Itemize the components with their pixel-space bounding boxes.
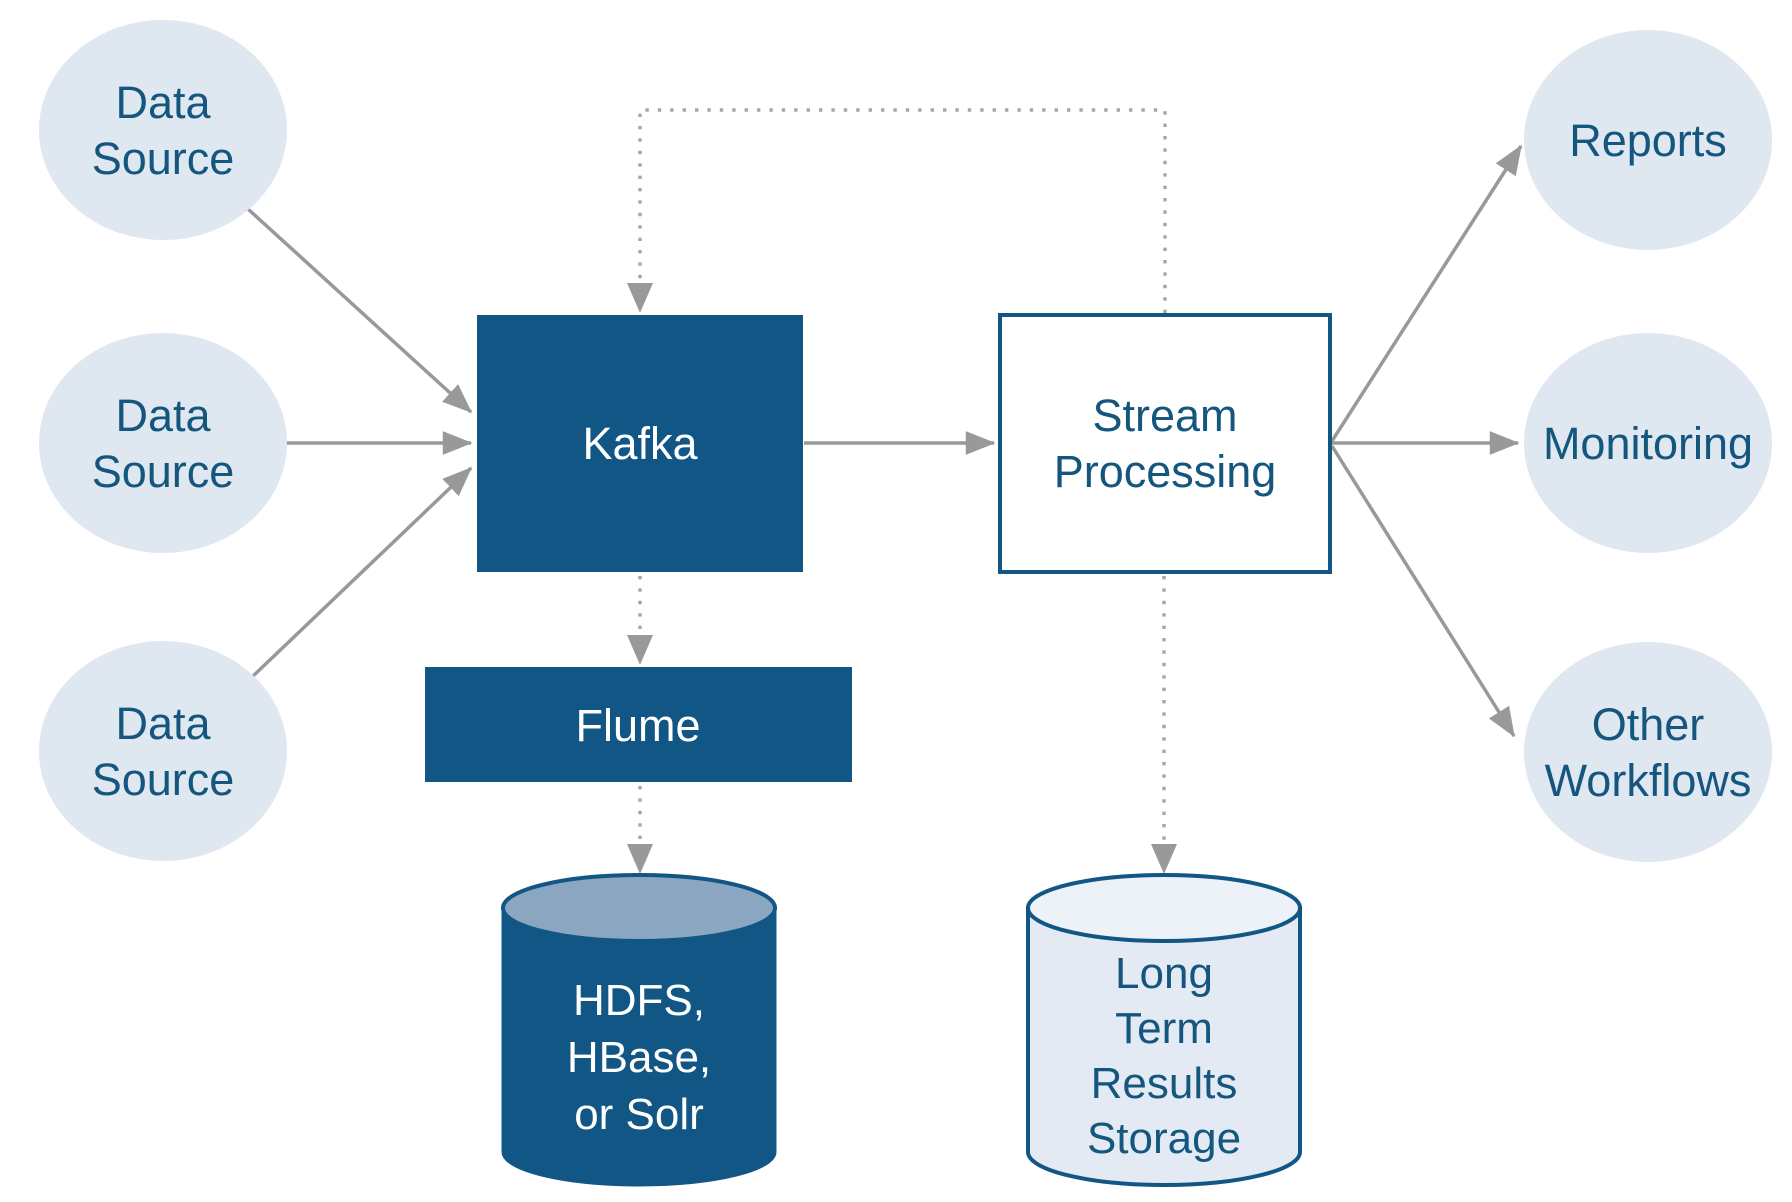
long-term-storage-top [1026,873,1302,943]
data-source-3-label-line1: Data [115,698,211,749]
reports-label: Reports [1569,115,1727,166]
stream-processing-label-line1: Stream [1092,390,1237,441]
data-source-1-label-line2: Source [92,133,235,184]
stream-processing-node: Stream Processing [998,313,1332,574]
long-term-storage-label-line4: Storage [1087,1114,1241,1163]
data-source-circle-1: Data Source [39,20,287,240]
data-source-1-label-line1: Data [115,77,211,128]
other-workflows-label-line1: Other [1592,699,1705,750]
hdfs-label-line3: or Solr [574,1090,704,1139]
dotted-feedback-stream-processing-to-kafka [638,108,1167,313]
hdfs-cylinder-body [501,906,777,1187]
monitoring-label: Monitoring [1543,418,1753,469]
hdfs-cylinder-top [501,873,777,943]
monitoring-circle: Monitoring [1524,333,1772,553]
data-source-circle-3: Data Source [39,641,287,861]
data-source-2-shape [39,333,287,553]
flume-node: Flume [425,667,852,782]
kafka-label: Kafka [582,418,698,469]
reports-shape [1524,30,1772,250]
dotted-arrowhead-into-hdfs [627,844,653,874]
long-term-storage-label-line1: Long [1115,949,1213,998]
long-term-storage-label-line3: Results [1091,1059,1238,1108]
long-term-storage-body [1026,906,1302,1187]
reports-circle: Reports [1524,30,1772,250]
hdfs-cylinder: HDFS, HBase, or Solr [501,873,777,1187]
flume-label: Flume [575,700,700,751]
data-source-circle-2: Data Source [39,333,287,553]
dotted-arrowhead-into-flume [627,635,653,665]
dotted-arrowhead-into-kafka [627,283,653,313]
kafka-box [477,315,803,572]
dotted-arrowhead-into-storage [1151,844,1177,874]
data-source-3-label-line2: Source [92,754,235,805]
flume-box [425,667,852,782]
monitoring-shape [1524,333,1772,553]
hdfs-label-line2: HBase, [567,1033,711,1082]
arrow-datasource1-to-kafka [246,207,473,414]
stream-processing-label-line2: Processing [1054,446,1277,497]
arrow-datasource3-to-kafka [249,466,473,680]
arrow-stream-processing-to-other-workflows [1330,445,1516,738]
data-source-2-label-line1: Data [115,390,211,441]
arrow-stream-processing-to-reports [1330,144,1523,442]
other-workflows-circle: Other Workflows [1524,642,1772,862]
stream-processing-box [998,313,1332,574]
data-source-2-label-line2: Source [92,446,235,497]
long-term-storage-cylinder: Long Term Results Storage [1026,873,1302,1187]
other-workflows-shape [1524,642,1772,862]
data-source-3-shape [39,641,287,861]
other-workflows-label-line2: Workflows [1545,755,1752,806]
long-term-storage-label-line2: Term [1115,1004,1213,1053]
data-source-1-shape [39,20,287,240]
hdfs-label-line1: HDFS, [573,976,705,1025]
kafka-node: Kafka [477,315,803,572]
